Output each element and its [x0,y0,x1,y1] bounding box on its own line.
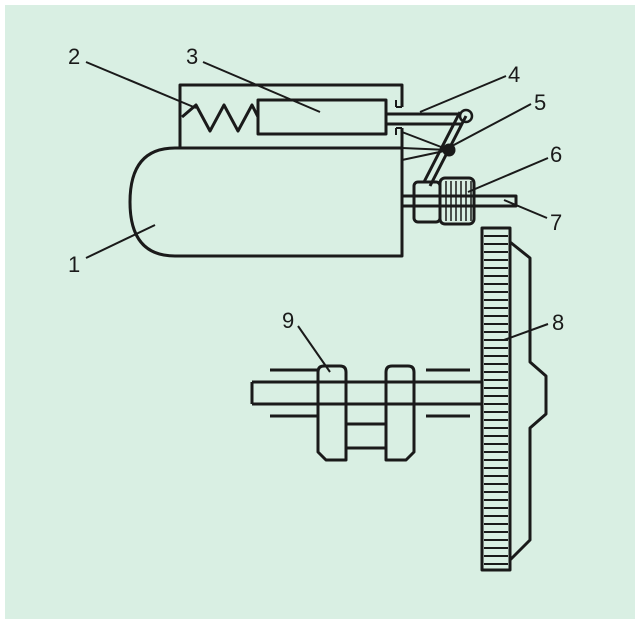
leader-5 [451,103,532,147]
ring-gear [480,226,512,572]
motor-body [128,146,404,258]
label-5: 5 [534,90,546,115]
plunger [256,98,388,136]
label-4: 4 [508,62,520,87]
crank-web-left [316,364,348,462]
leader-8 [503,323,549,341]
crankshaft [250,380,482,406]
leader-4 [419,75,507,113]
return-spring [181,103,260,133]
housing-bracket [395,100,402,135]
leader-9 [297,325,331,373]
label-9: 9 [282,308,294,333]
connecting-rod [386,112,466,126]
ring-gear-teeth [484,235,508,565]
leader-2 [85,61,197,109]
label-8: 8 [552,310,564,335]
label-3: 3 [186,44,198,69]
solenoid-housing [178,83,404,148]
leader-1 [85,224,156,259]
lever-pivot-point [442,143,456,157]
leader-3 [202,61,321,113]
pinion-gear [438,176,476,226]
label-1: 1 [68,252,80,277]
leader-7 [503,199,548,219]
label-2: 2 [68,44,80,69]
leader-6 [467,157,549,193]
label-6: 6 [550,142,562,167]
pinion-teeth [445,181,472,221]
flywheel-hub [508,240,548,562]
pinion-shaft [402,194,518,208]
crank-pin [346,422,386,450]
lever-bracket [401,131,450,161]
crank-web-right [384,364,416,462]
label-7: 7 [550,210,562,235]
